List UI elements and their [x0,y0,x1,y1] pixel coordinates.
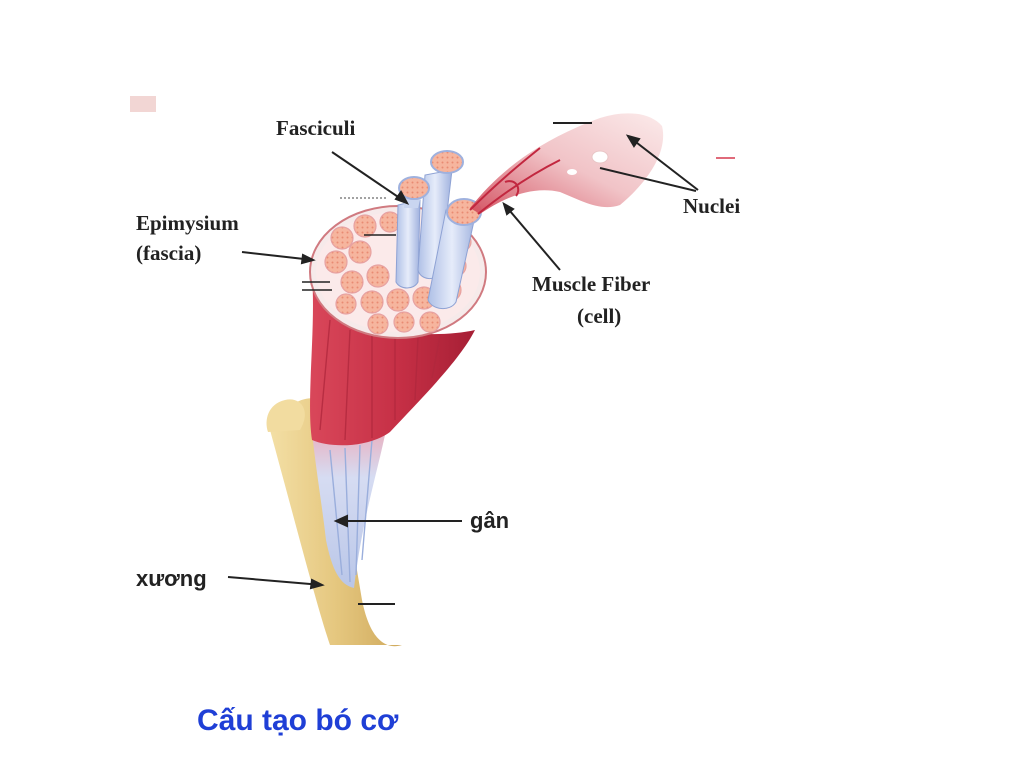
leader-lines [227,134,699,590]
label-epimysium-sub: (fascia) [136,241,202,265]
muscle-fiber [469,113,735,215]
label-fasciculi: Fasciculi [276,116,356,140]
label-epimysium: Epimysium [136,211,239,235]
label-tendon: gân [470,508,510,533]
fascicles [395,150,482,309]
label-nuclei: Nuclei [683,194,741,218]
label-muscle-fiber: Muscle Fiber [532,272,651,296]
label-muscle-fiber-sub: (cell) [577,304,622,328]
caption-title: Cấu tạo bó cơ [197,704,399,737]
muscle-belly [310,275,475,446]
label-bone: xương [136,566,207,591]
corner-mark [130,96,156,112]
